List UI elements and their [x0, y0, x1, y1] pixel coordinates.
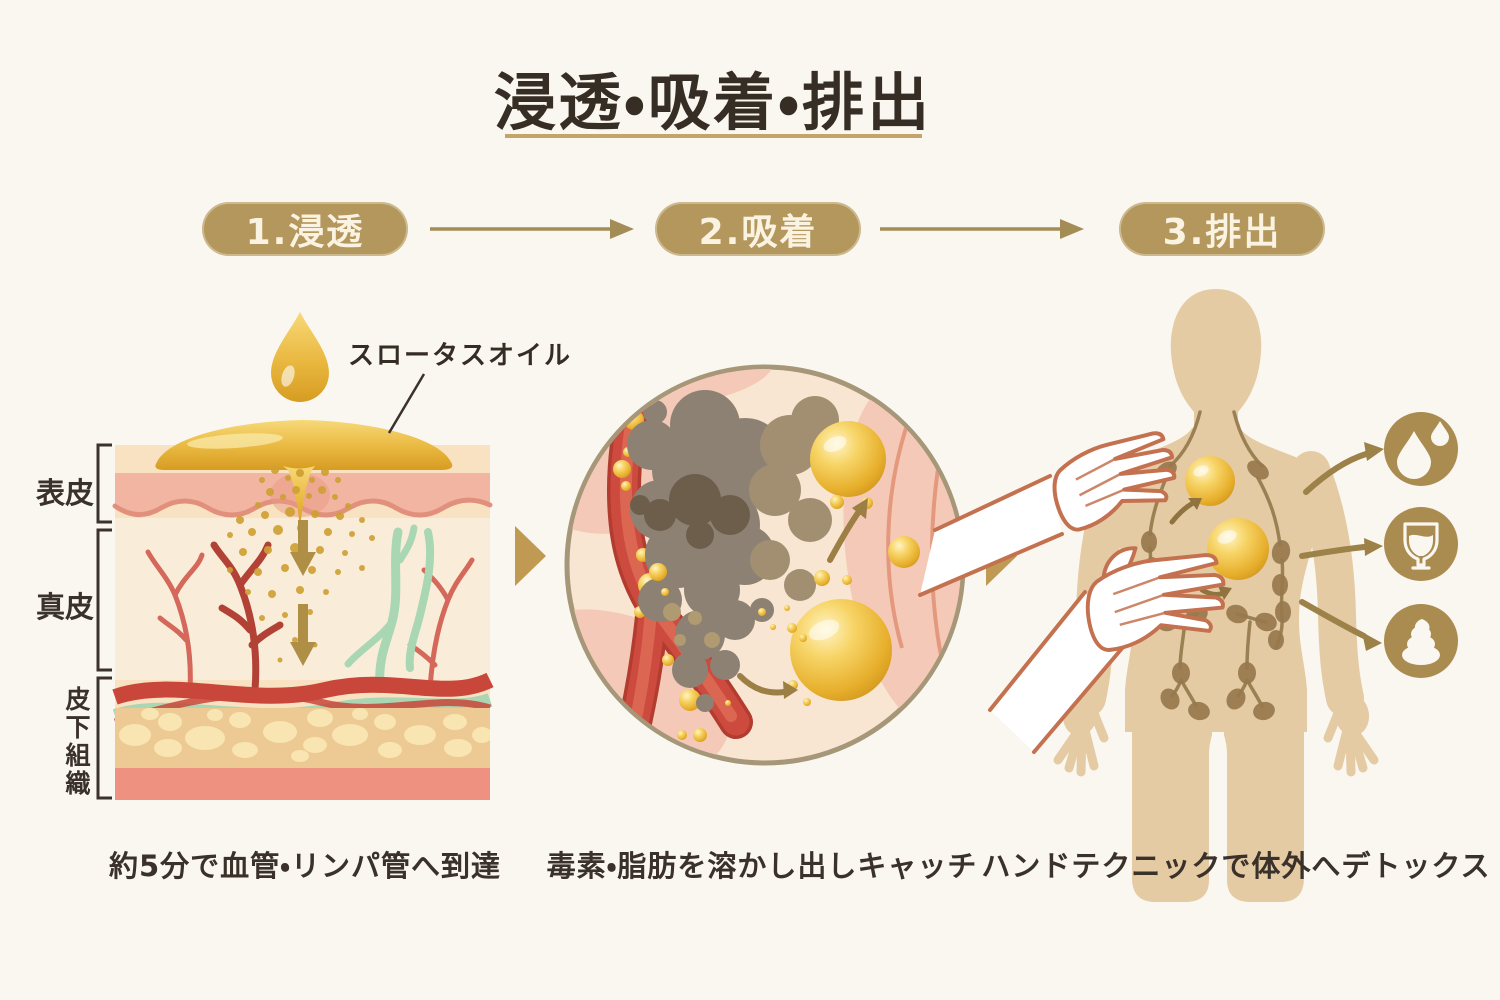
detox-arrows	[1299, 451, 1369, 639]
detox-arrowheads	[1362, 442, 1384, 651]
panel-chevron-1	[515, 526, 546, 586]
step-badge-2: 2.吸着	[655, 202, 861, 256]
title-underline	[505, 134, 922, 138]
oil-label-pointer	[387, 373, 426, 434]
layer-label-epidermis: 表皮	[36, 476, 95, 510]
step-caption-2: 毒素・脂肪を溶かし出しキャッチ	[546, 849, 978, 883]
oil-particles	[227, 466, 375, 663]
step-caption-1: 約5分で血管・リンパ管へ到達	[108, 849, 502, 883]
body-oil-spheres	[1169, 456, 1269, 600]
oil-spheres	[649, 421, 920, 706]
page-title: 浸透・吸着・排出	[493, 66, 933, 139]
step-badge-1: 1.浸透	[202, 202, 408, 256]
lymph-capillaries	[344, 524, 435, 693]
blood-capillaries	[145, 541, 475, 694]
oil-drop-icon	[271, 312, 329, 402]
absorption-arrows	[290, 520, 316, 666]
step-caption-3: ハンドテクニックで体外へデトックス	[981, 849, 1491, 883]
layer-label-subcutis: 皮下組織	[62, 686, 91, 798]
massage-arm-upper	[918, 474, 1064, 597]
step-badge-3: 3.排出	[1119, 202, 1325, 256]
right-hand	[1323, 694, 1379, 777]
massage-hand-upper	[1052, 431, 1177, 532]
step-arrow-2	[880, 219, 1084, 239]
urine-glass-icon	[1384, 507, 1458, 581]
catch-arrows	[737, 498, 868, 699]
layer-brackets	[96, 443, 112, 800]
fat-cells	[119, 708, 490, 762]
oil-pool	[155, 420, 453, 528]
stool-icon	[1384, 604, 1458, 678]
skin-cross-section	[96, 312, 494, 800]
oil-label: スロータスオイル	[348, 341, 573, 371]
massage-hand-lower	[1085, 546, 1226, 652]
body-figure	[918, 289, 1458, 902]
vessel-oil-bubbles	[613, 410, 707, 742]
sweat-drops-icon	[1384, 412, 1458, 486]
step-arrow-1	[430, 219, 634, 239]
layer-label-dermis: 真皮	[36, 590, 95, 624]
